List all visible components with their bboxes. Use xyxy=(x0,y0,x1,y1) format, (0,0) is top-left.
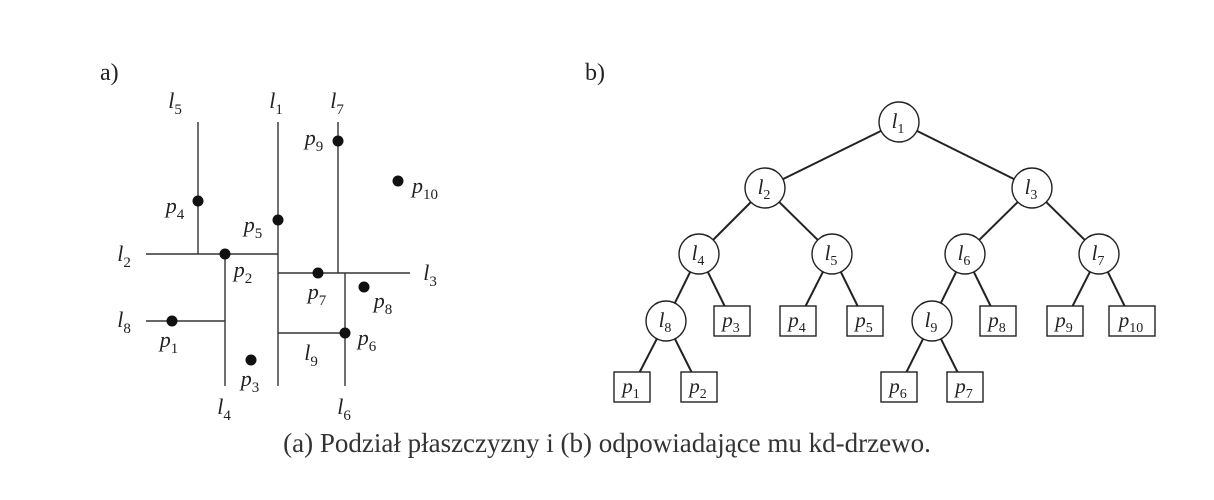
split-line-label-l9: l9 xyxy=(304,340,318,370)
tree-node-l1 xyxy=(878,101,920,143)
data-point-label-p3: p3 xyxy=(239,366,260,396)
tree-node-label-p4: p4 xyxy=(786,308,806,336)
tree-node-label-p6: p6 xyxy=(887,374,907,402)
tree-leaf-p1 xyxy=(613,371,651,403)
tree-leaf-p9 xyxy=(1046,305,1084,337)
split-line-label-l2: l2 xyxy=(117,241,131,271)
split-line-label-l6: l6 xyxy=(337,394,351,424)
data-point-p3 xyxy=(245,354,257,366)
tree-node-label-l1: l1 xyxy=(892,109,905,137)
data-point-label-p7: p7 xyxy=(306,279,327,309)
tree-node-l6 xyxy=(944,233,986,275)
tree-node-l4 xyxy=(678,233,720,275)
tree-node-label-p5: p5 xyxy=(853,308,873,336)
split-line-label-l4: l4 xyxy=(217,394,231,424)
tree-node-label-l6: l6 xyxy=(958,241,971,269)
split-line-label-l7: l7 xyxy=(330,88,344,118)
kd-tree-panel: l1 l2 l3 l4 l5 l6 l7 l8 l9 p1 p2 p3 p4 p5 p6 p7 p8 p9 p10 xyxy=(613,101,1156,403)
tree-edge-l1-l2 xyxy=(782,129,882,181)
tree-leaf-p10 xyxy=(1108,305,1156,337)
split-line-label-l8: l8 xyxy=(117,307,131,337)
data-point-label-p1: p1 xyxy=(158,327,179,357)
tree-node-label-p8: p8 xyxy=(986,308,1006,336)
tree-node-l3 xyxy=(1011,167,1053,209)
tree-leaf-p6 xyxy=(880,371,918,403)
split-line-label-l5: l5 xyxy=(168,88,182,118)
tree-node-label-p1: p1 xyxy=(620,374,640,402)
data-point-p2 xyxy=(219,248,231,260)
data-point-label-p6: p6 xyxy=(356,325,377,355)
data-point-label-p2: p2 xyxy=(232,257,253,287)
tree-edge-l5-p4 xyxy=(804,271,824,307)
tree-edge-l4-p3 xyxy=(706,271,726,307)
tree-leaf-p3 xyxy=(713,305,751,337)
tree-node-l9 xyxy=(911,300,953,342)
data-point-p5 xyxy=(272,214,284,226)
tree-leaf-p5 xyxy=(846,305,884,337)
tree-node-label-p10: p10 xyxy=(1117,308,1144,336)
data-point-p10 xyxy=(392,175,404,187)
tree-node-label-p3: p3 xyxy=(720,308,740,336)
tree-edge-l8-p1 xyxy=(638,338,658,373)
tree-edge-l9-p6 xyxy=(905,338,924,373)
data-point-label-p4: p4 xyxy=(164,193,185,223)
tree-edge-l5-p5 xyxy=(839,271,859,307)
split-line-label-l1: l1 xyxy=(269,88,283,118)
tree-edge-l3-l7 xyxy=(1045,201,1086,241)
tree-node-label-l2: l2 xyxy=(758,175,771,203)
tree-edge-l2-l4 xyxy=(712,201,752,241)
tree-edge-l3-l6 xyxy=(978,201,1019,241)
tree-leaf-p8 xyxy=(979,305,1017,337)
tree-edge-l7-p9 xyxy=(1071,271,1091,307)
tree-edge-l9-p7 xyxy=(940,338,959,373)
data-point-p1 xyxy=(166,315,178,327)
data-point-p7 xyxy=(312,267,324,279)
data-point-label-p8: p8 xyxy=(372,288,393,318)
tree-node-label-p2: p2 xyxy=(687,374,707,402)
tree-edge-l7-p10 xyxy=(1106,271,1126,307)
data-point-p9 xyxy=(332,135,344,147)
tree-edge-l6-l9 xyxy=(939,271,958,304)
panel-b-label: b) xyxy=(585,60,605,86)
split-line-label-l3: l3 xyxy=(423,260,437,290)
data-point-label-p5: p5 xyxy=(242,212,263,242)
tree-edge-l6-p8 xyxy=(972,271,992,307)
panel-a-label: a) xyxy=(100,60,119,86)
tree-node-l5 xyxy=(811,233,853,275)
tree-node-l7 xyxy=(1078,233,1120,275)
tree-edge-l8-p2 xyxy=(674,338,693,373)
figure-caption: (a) Podział płaszczyzny i (b) odpowiadaj… xyxy=(283,428,931,458)
tree-node-label-l7: l7 xyxy=(1092,241,1105,269)
tree-node-label-l3: l3 xyxy=(1025,175,1038,203)
tree-leaf-p2 xyxy=(680,371,718,403)
tree-node-l8 xyxy=(645,300,687,342)
tree-node-label-l5: l5 xyxy=(825,241,838,269)
tree-node-label-p9: p9 xyxy=(1053,308,1073,336)
tree-node-label-l8: l8 xyxy=(659,308,672,336)
tree-leaf-p7 xyxy=(946,371,984,403)
tree-node-label-p7: p7 xyxy=(953,374,973,402)
tree-edge-l1-l3 xyxy=(916,129,1015,181)
tree-node-l2 xyxy=(744,167,786,209)
data-point-p8 xyxy=(358,281,370,293)
tree-node-label-l4: l4 xyxy=(692,241,705,269)
data-point-p4 xyxy=(192,195,204,207)
tree-node-label-l9: l9 xyxy=(925,308,938,336)
data-point-p6 xyxy=(339,327,351,339)
tree-edge-l2-l5 xyxy=(778,201,819,241)
plane-partition-panel: l1 l2 l3 l4 l5 l6 l7 l8 l9 p1 p2 p3 p4 p5 p6 p7 p8 p9 p10 xyxy=(117,88,438,424)
tree-edge-l4-l8 xyxy=(673,271,692,304)
data-point-label-p10: p10 xyxy=(410,173,438,203)
data-point-label-p9: p9 xyxy=(303,125,324,155)
tree-leaf-p4 xyxy=(779,305,817,337)
